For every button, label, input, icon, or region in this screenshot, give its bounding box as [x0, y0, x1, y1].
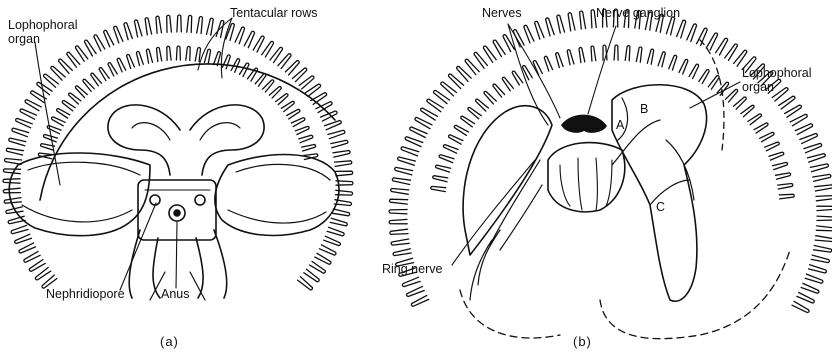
- panel-a-leader-tentacular-rows: [198, 18, 232, 78]
- label-line-2: organ: [8, 32, 78, 46]
- panel-a-inner-tentacle-row: [38, 46, 318, 160]
- panel-b-nerve-ganglion: [562, 115, 606, 132]
- panel-b-region-c: C: [656, 200, 665, 214]
- label-line-1: Lophophoral: [8, 18, 78, 32]
- panel-a-left-arm: [9, 153, 150, 236]
- panel-b-outer-tentacle-row: [389, 9, 832, 313]
- panel-a-nephridiopore-right: [195, 195, 205, 205]
- panel-b-label-nerves: Nerves: [482, 6, 522, 20]
- panel-a-label-lophophoral-organ: Lophophoral organ: [8, 18, 78, 46]
- panel-a-caption: (a): [160, 334, 179, 349]
- panel-a-label-nephridiopore: Nephridiopore: [46, 287, 125, 301]
- panel-a-drawing: [3, 15, 353, 300]
- panel-b-caption: (b): [573, 334, 592, 349]
- label-line-1: Lophophoral: [742, 66, 812, 80]
- panel-a-right-lobe: [190, 105, 264, 175]
- panel-b-leader-ring-nerve: [452, 160, 535, 265]
- panel-b-leader-lophophoral-organ: [690, 82, 740, 108]
- panel-a-nephridiopore-left: [150, 195, 160, 205]
- panel-b-region-b: B: [640, 102, 648, 116]
- panel-b-drawing: [389, 9, 832, 339]
- panel-a-left-lobe: [108, 105, 180, 175]
- panel-b-central-body: [548, 143, 625, 212]
- panel-b-label-nerve-ganglion: Nerve ganglion: [596, 6, 680, 20]
- panel-a-label-tentacular-rows: Tentacular rows: [230, 6, 318, 20]
- panel-b-label-ring-nerve: Ring nerve: [382, 262, 442, 276]
- panel-b-label-lophophoral-organ: Lophophoral organ: [742, 66, 812, 94]
- panel-a-leader-anus: [176, 222, 177, 288]
- panel-a-label-anus: Anus: [161, 287, 190, 301]
- panel-a-outer-tentacle-row: [3, 15, 353, 290]
- panel-b-region-a: A: [616, 118, 624, 132]
- label-line-2: organ: [742, 80, 812, 94]
- panel-a-leader-lophophoral-organ: [35, 42, 60, 185]
- panel-b-leader-nerves: [508, 24, 560, 125]
